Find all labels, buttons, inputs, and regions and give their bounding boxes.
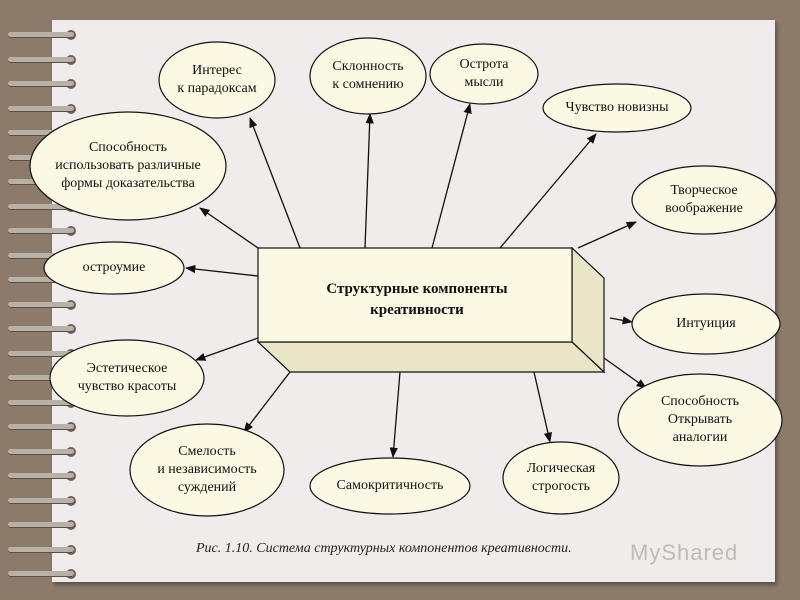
arrow-courage [243,371,291,433]
spiral-ring [8,301,74,307]
figure-caption: Рис. 1.10. Система структурных компонент… [196,541,572,556]
spiral-ring [8,399,74,405]
arrow-analogies [603,357,647,389]
ellipse-courage [129,423,285,517]
arrow-proof-forms [199,207,259,249]
label-doubt: Склонность к сомнению [332,59,404,92]
arrow-novelty [499,133,597,249]
spiral-ring [8,203,74,209]
arrow-doubt [364,112,374,249]
arrow-creative-imagination [577,221,637,249]
spiral-ring [8,522,74,527]
spiral-ring [8,277,74,282]
ellipses-group [29,37,783,517]
spiral-ring [8,32,74,37]
arrow-self-criticism [389,371,401,459]
spiral-ring [8,252,74,258]
spiral-ring [8,375,74,380]
spiral-ring [8,228,74,233]
ellipse-aesthetic [49,339,205,417]
spiral-ring [8,56,74,62]
ellipse-self-criticism [309,457,471,515]
spiral-ring [8,350,74,356]
ellipse-sharpness [429,43,539,105]
spiral-ring [8,424,74,429]
ellipse-novelty [542,83,692,133]
spiral-ring [8,130,74,135]
arrows-group [184,102,647,459]
label-analogies: Способность Открывать аналогии [660,394,740,445]
label-intuition: Интуиция [676,316,736,331]
ellipse-proof-forms [29,111,227,221]
spiral-ring [8,105,74,111]
arrow-intuition [609,316,634,325]
spiral-ring [8,326,74,331]
label-wit: остроумие [82,260,146,275]
label-novelty: Чувство новизны [565,100,669,115]
ellipse-logic [502,441,620,515]
label-creative-imagination: Творческое воображение [665,183,743,216]
ellipse-analogies [617,373,783,467]
label-self-criticism: Самокритичность [336,478,444,493]
spiral-ring [8,497,74,503]
label-courage: Смелость и независимость суждений [157,444,257,495]
central-box [256,246,606,374]
label-proof-forms: Способность использовать различные формы… [55,140,201,191]
spiral-ring [8,473,74,478]
spiral-ring [8,546,74,552]
arrow-logic [533,371,552,444]
central-box-bottom [256,341,606,373]
arrow-wit [184,264,259,277]
spiral-ring [8,571,74,576]
arrow-sharpness [431,102,472,249]
central-title: Структурные компоненты креативности [326,281,508,318]
label-logic: Логическая строгость [526,461,596,494]
ellipse-doubt [309,37,427,115]
ellipse-wit [43,241,185,295]
central-box-front [257,247,573,343]
spiral-ring [8,81,74,86]
watermark: MyShared [630,540,739,565]
label-aesthetic: Эстетическое чувство красоты [77,361,177,394]
spiral-ring [8,448,74,454]
ellipse-intuition [631,293,781,355]
label-interest-paradoxes: Интерес к парадоксам [177,63,257,96]
label-sharpness: Острота мысли [459,57,509,90]
ellipse-creative-imagination [631,165,777,235]
arrow-interest-paradoxes [249,117,301,249]
arrow-aesthetic [195,337,259,361]
ellipse-interest-paradoxes [158,41,276,119]
